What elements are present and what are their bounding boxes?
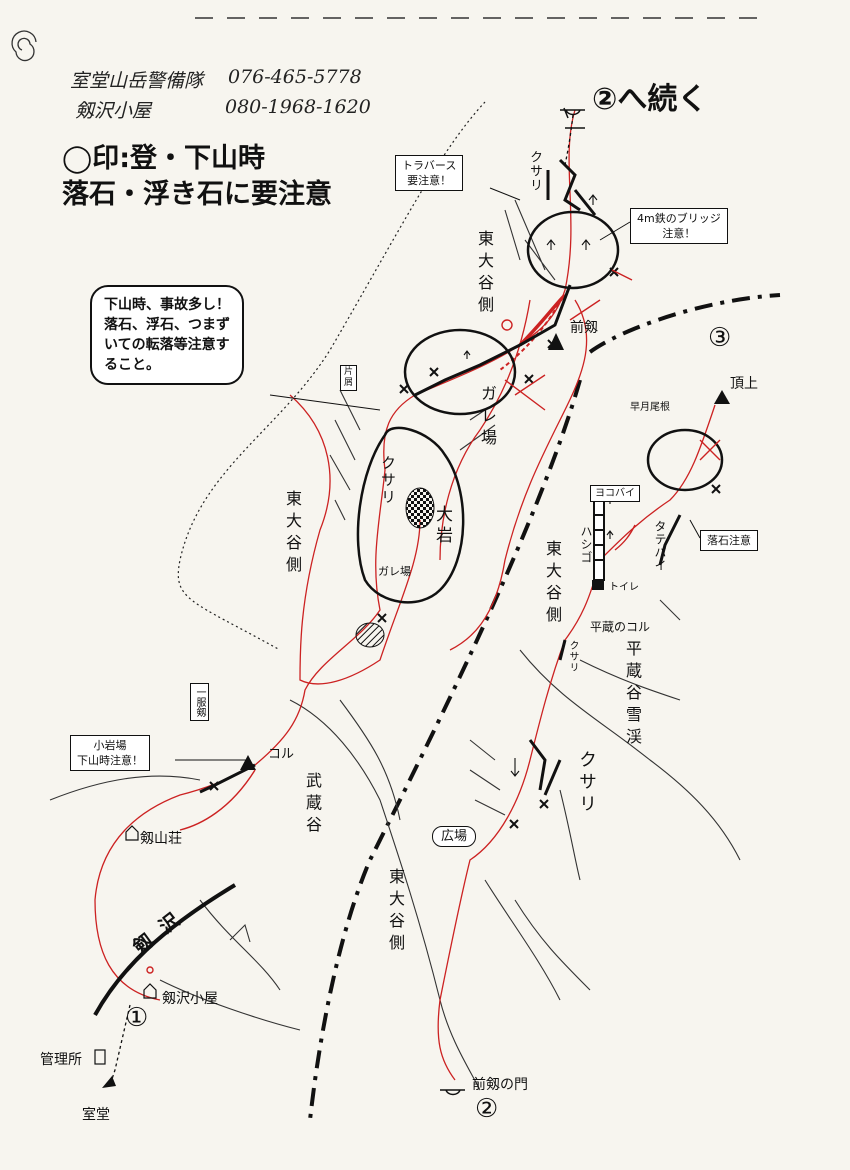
katagake-label: 片 屑 bbox=[340, 365, 358, 391]
rockfall-callout: 落石注意 bbox=[700, 530, 758, 551]
maetsurugi-gate-label: 前剱の門 bbox=[472, 1077, 528, 1093]
callout-leaders bbox=[175, 187, 701, 761]
spiral-doodle bbox=[11, 30, 37, 62]
caution-line: 落石・浮き石に要注意 bbox=[62, 179, 332, 210]
higashi-odani-label-2: 東大谷側 bbox=[283, 490, 302, 578]
legend-line: ◯印:登・下山時 bbox=[62, 143, 266, 174]
trail-to-murodo bbox=[109, 1004, 131, 1086]
maetsurugi-label: 前剱 bbox=[570, 320, 598, 336]
kanrisho-label: 管理所 bbox=[40, 1052, 82, 1068]
section-number-3: ③ bbox=[708, 323, 732, 353]
continue-label: ②へ続く bbox=[592, 82, 708, 117]
terrain-sketch-lines bbox=[49, 199, 741, 1091]
contact1-phone: 076-465-5778 bbox=[228, 66, 362, 88]
hayatsuki-one-label: 早月尾根 bbox=[630, 402, 670, 413]
tsurugisawa-stream bbox=[93, 883, 237, 1016]
toilet-label: トイレ bbox=[609, 582, 639, 593]
descent-warning-bubble: 下山時、事故多し！ 落石、浮石、つまず いての転落等注意す ること。 bbox=[90, 285, 244, 385]
higashi-odani-label-3: 東大谷側 bbox=[543, 540, 562, 628]
gareba-small-label: ガレ場 bbox=[378, 565, 411, 578]
contact1-name: 室堂山岳警備隊 bbox=[70, 70, 204, 92]
caution-circles bbox=[356, 210, 724, 604]
contact2-phone: 080-1968-1620 bbox=[225, 96, 371, 118]
kusari-mid-label: クサリ bbox=[379, 455, 397, 506]
red-route-lines bbox=[94, 109, 716, 1081]
kusari-col-label: クサリ bbox=[567, 640, 578, 673]
heizo-valley-label: 平蔵谷雪渓 bbox=[623, 640, 642, 750]
section-number-1: ① bbox=[125, 1003, 149, 1033]
tatebai-label: タテバイ bbox=[653, 520, 667, 572]
traverse-callout: トラバース 要注意！ bbox=[395, 155, 464, 191]
gate-symbols bbox=[440, 107, 585, 1096]
kusari-lower-label: クサリ bbox=[576, 750, 597, 816]
higashi-odani-label-4: 東大谷側 bbox=[386, 868, 405, 956]
chain-sections bbox=[199, 158, 682, 796]
section-number-2: ② bbox=[475, 1094, 499, 1124]
hut-icons bbox=[94, 825, 157, 1065]
big-rock-marker bbox=[355, 487, 435, 648]
arrow-to-murodo bbox=[102, 1076, 116, 1088]
summit-label: 頂上 bbox=[730, 376, 758, 392]
red-annotations bbox=[146, 269, 721, 974]
col-label: コル bbox=[268, 747, 295, 762]
small-rock-callout: 小岩場 下山時注意！ bbox=[70, 735, 150, 771]
oiwa-label: 大岩 bbox=[432, 505, 452, 547]
heizo-col-label: 平蔵のコル bbox=[590, 620, 651, 634]
bridge-callout: 4m鉄のブリッジ 注意！ bbox=[630, 208, 728, 244]
peak-markers bbox=[240, 333, 730, 770]
kusari-top-label: クサリ bbox=[527, 150, 542, 192]
gareba-big-label: ガレ場 bbox=[478, 385, 497, 451]
tsurugisawa-hut-label: 剱沢小屋 bbox=[162, 991, 218, 1007]
higashi-odani-label-1: 東大谷側 bbox=[475, 230, 494, 318]
hashigo-label: ハシゴ bbox=[579, 525, 593, 564]
ridge-line-main bbox=[308, 379, 582, 1121]
murodo-label: 室堂 bbox=[82, 1107, 110, 1123]
yokobai-label: ヨコバイ bbox=[590, 485, 640, 502]
tsurugi-sanso-label: 剱山荘 bbox=[140, 831, 182, 847]
ippan-tsurugi-label: 一服剱 bbox=[190, 683, 209, 721]
contact2-name: 剱沢小屋 bbox=[75, 100, 152, 122]
ridge-line-upper bbox=[588, 293, 781, 354]
musashi-dani-label: 武蔵谷 bbox=[303, 772, 322, 838]
hiroba-label: 広場 bbox=[432, 826, 477, 847]
